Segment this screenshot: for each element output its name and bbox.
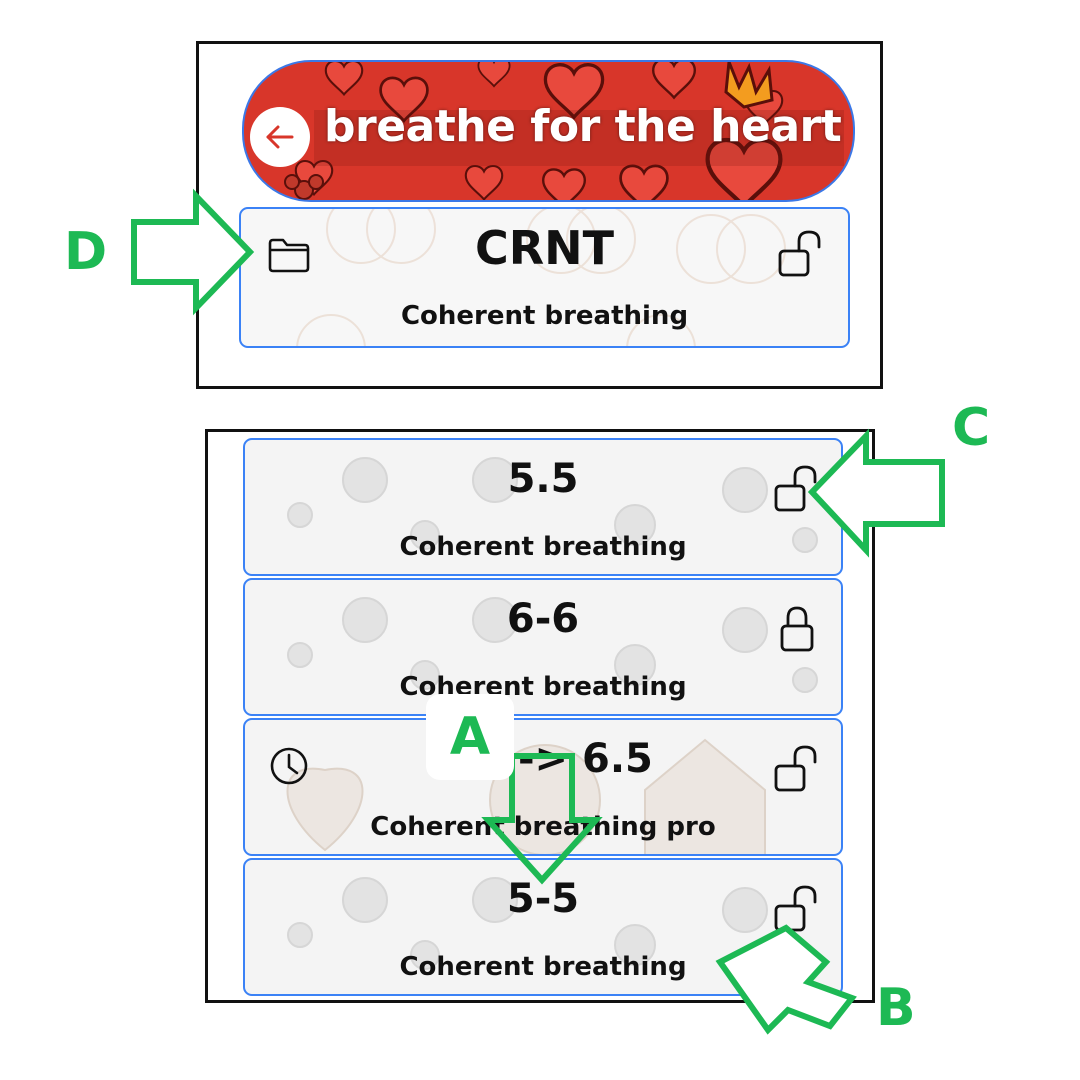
exercise-card-5-5-to-6-5[interactable]: 5.5 -> 6.5 Coherent breathing pro	[243, 718, 843, 856]
gears-background	[287, 457, 818, 553]
annotation-label-b: B	[876, 978, 916, 1038]
exercise-card-5-5-dash[interactable]: 5-5 Coherent breathing	[243, 858, 843, 996]
card-subtitle: Coherent breathing pro	[370, 812, 716, 842]
unlocked-icon[interactable]	[773, 744, 821, 794]
exercise-card-5-5-dot[interactable]: 5.5 Coherent breathing	[243, 438, 843, 576]
folder-icon[interactable]	[267, 237, 311, 273]
exercise-card-6-6[interactable]: 6-6 Coherent breathing	[243, 578, 843, 716]
arrow-a	[481, 753, 603, 885]
card-subtitle: Coherent breathing	[399, 532, 687, 562]
unlocked-icon[interactable]	[773, 464, 821, 514]
current-card-subtitle: Coherent breathing	[400, 301, 689, 331]
unlocked-icon[interactable]	[777, 229, 825, 279]
locked-icon[interactable]	[773, 604, 821, 654]
card-title: 5.5	[507, 456, 579, 502]
arrow-left-icon	[266, 125, 294, 149]
bottom-panel: 5.5 Coherent breathing 6-6 Coherent brea…	[205, 429, 875, 1003]
annotation-a-box: A	[426, 694, 514, 780]
back-button[interactable]	[250, 107, 310, 167]
annotation-label-a: A	[449, 707, 491, 767]
top-panel: breathe for the heart CRNT Coherent brea…	[196, 41, 883, 389]
current-exercise-card[interactable]: CRNT Coherent breathing	[239, 207, 850, 348]
header-banner: breathe for the heart	[242, 60, 855, 202]
current-card-title: CRNT	[474, 221, 615, 275]
card-title: 6-6	[506, 596, 580, 642]
annotation-label-c: C	[952, 398, 991, 458]
gears-background	[287, 597, 818, 693]
card-title: 5-5	[506, 876, 580, 922]
annotation-label-d: D	[64, 222, 108, 282]
clock-icon	[270, 747, 308, 785]
arrow-b	[715, 924, 857, 1035]
arrow-c	[807, 428, 945, 558]
gears-background	[287, 877, 818, 973]
card-subtitle: Coherent breathing	[399, 952, 687, 982]
card-background-pattern	[296, 209, 786, 346]
header-title: breathe for the heart	[324, 101, 842, 152]
arrow-d	[131, 188, 255, 316]
hearts-pattern	[284, 62, 844, 200]
